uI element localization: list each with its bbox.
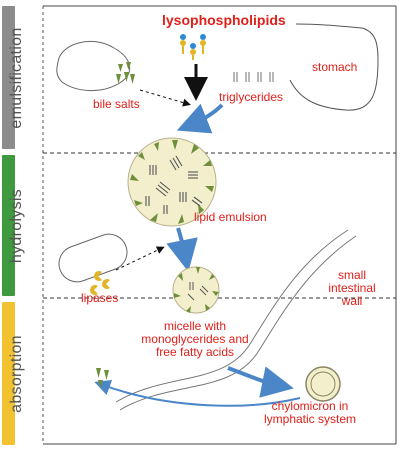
label-small-intestinal-wall: small intestinal wall — [322, 269, 382, 308]
label-line-1: small — [337, 268, 366, 282]
label-line-3: wall — [341, 294, 363, 308]
droplet-triangles — [130, 140, 214, 224]
label-lysophospholipids: lysophospholipids — [162, 12, 286, 28]
lipase-enzyme — [90, 271, 110, 295]
blue-arrow-1 — [176, 103, 224, 134]
label-chylomicron: chylomicron in lymphatic system — [250, 400, 370, 426]
label-line-2: monoglycerides and — [141, 332, 249, 346]
label-bile-salts: bile salts — [93, 97, 140, 111]
small-droplet-triangles — [174, 267, 219, 313]
droplet-stripes — [145, 155, 203, 214]
absorbed-triangles — [96, 368, 109, 388]
small-droplet-stripes — [187, 282, 209, 301]
intestinal-wall-line-1 — [119, 235, 357, 411]
chylomicron-inner — [310, 371, 336, 397]
lipase-dashed-arrow — [115, 246, 165, 271]
bile-vesicle — [56, 40, 130, 91]
blue-arrow-to-chylomicron — [227, 366, 294, 398]
label-line-1: chylomicron in — [271, 399, 349, 413]
bile-salt-triangles — [116, 62, 135, 84]
triglyceride-stripes — [233, 72, 274, 82]
label-line-2: intestinal — [328, 281, 376, 295]
label-line-3: free fatty acids — [155, 345, 235, 359]
lipid-droplet — [127, 137, 217, 227]
intestinal-wall-line-2 — [115, 229, 349, 403]
lipase-cell — [58, 233, 128, 283]
label-triglycerides: triglycerides — [219, 90, 284, 104]
band-absorption — [2, 302, 15, 445]
small-droplet — [172, 266, 220, 314]
label-line-2: lymphatic system — [263, 412, 357, 426]
dropper-icon — [180, 34, 206, 60]
bile-dashed-arrow — [139, 89, 191, 107]
blue-arrow-2 — [166, 227, 198, 272]
band-hydrolysis — [2, 155, 15, 296]
blue-arrow-back — [94, 379, 301, 407]
label-lipid-emulsion: lipid emulsion — [194, 210, 267, 224]
stomach-outline — [289, 23, 379, 111]
label-micelle: micelle with monoglycerides and free fat… — [120, 320, 270, 359]
band-emulsification — [2, 6, 15, 149]
label-stomach: stomach — [312, 60, 358, 74]
label-line-1: micelle with — [163, 319, 226, 333]
label-lipases: lipases — [81, 291, 119, 305]
